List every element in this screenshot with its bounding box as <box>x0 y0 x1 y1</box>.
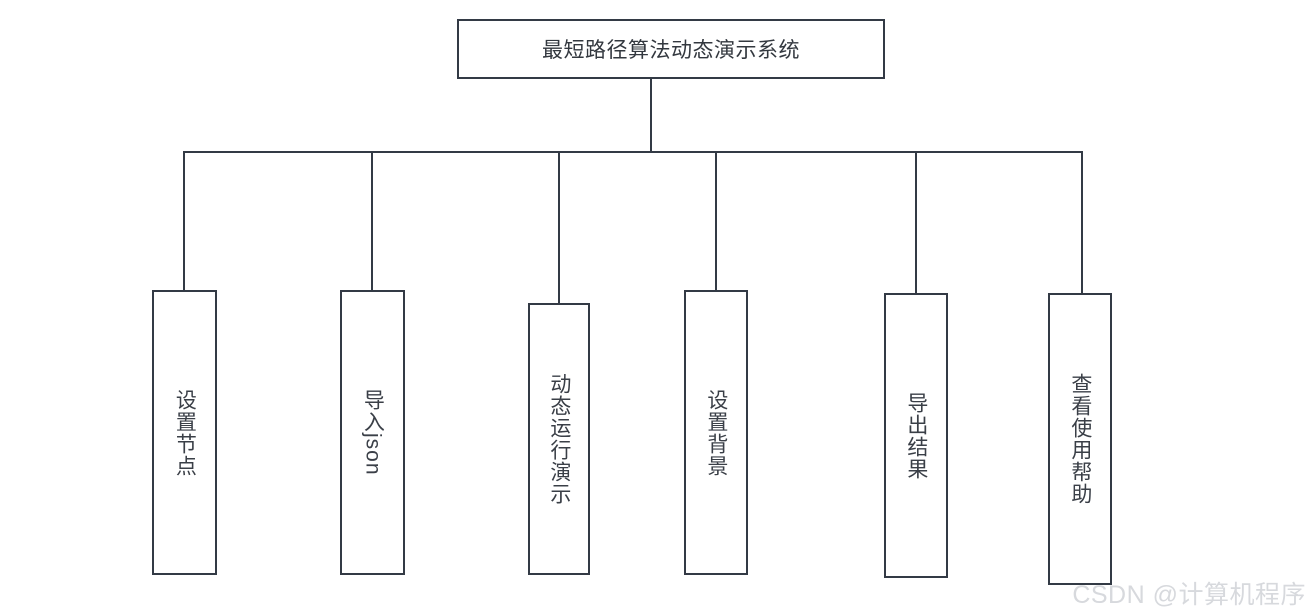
child-node-label-2: 导入json <box>361 389 385 476</box>
root-node-label: 最短路径算法动态演示系统 <box>542 39 800 62</box>
drop-edge-2 <box>371 151 373 291</box>
child-node-label-1: 设置节点 <box>173 388 197 477</box>
child-node-label-4: 设置背景 <box>704 388 728 477</box>
root-node[interactable]: 最短路径算法动态演示系统 <box>457 19 885 79</box>
child-node-label-5: 导出结果 <box>904 391 928 480</box>
child-node-label-3: 动态运行演示 <box>547 373 571 505</box>
drop-edge-3 <box>558 151 560 303</box>
child-node-import-json[interactable]: 导入json <box>340 290 405 575</box>
drop-edge-4 <box>715 151 717 291</box>
drop-edge-1 <box>183 151 185 291</box>
bus-edge <box>183 151 1082 153</box>
child-node-view-help[interactable]: 查看使用帮助 <box>1048 293 1112 585</box>
child-node-label-6: 查看使用帮助 <box>1068 373 1092 505</box>
csdn-watermark: CSDN @计算机程序 <box>1072 581 1306 609</box>
child-node-dynamic-run-demo[interactable]: 动态运行演示 <box>528 303 590 575</box>
child-node-set-background[interactable]: 设置背景 <box>684 290 748 575</box>
child-node-export-result[interactable]: 导出结果 <box>884 293 948 578</box>
drop-edge-5 <box>915 151 917 294</box>
child-node-set-nodes[interactable]: 设置节点 <box>152 290 217 575</box>
trunk-edge <box>650 79 652 153</box>
drop-edge-6 <box>1081 151 1083 294</box>
